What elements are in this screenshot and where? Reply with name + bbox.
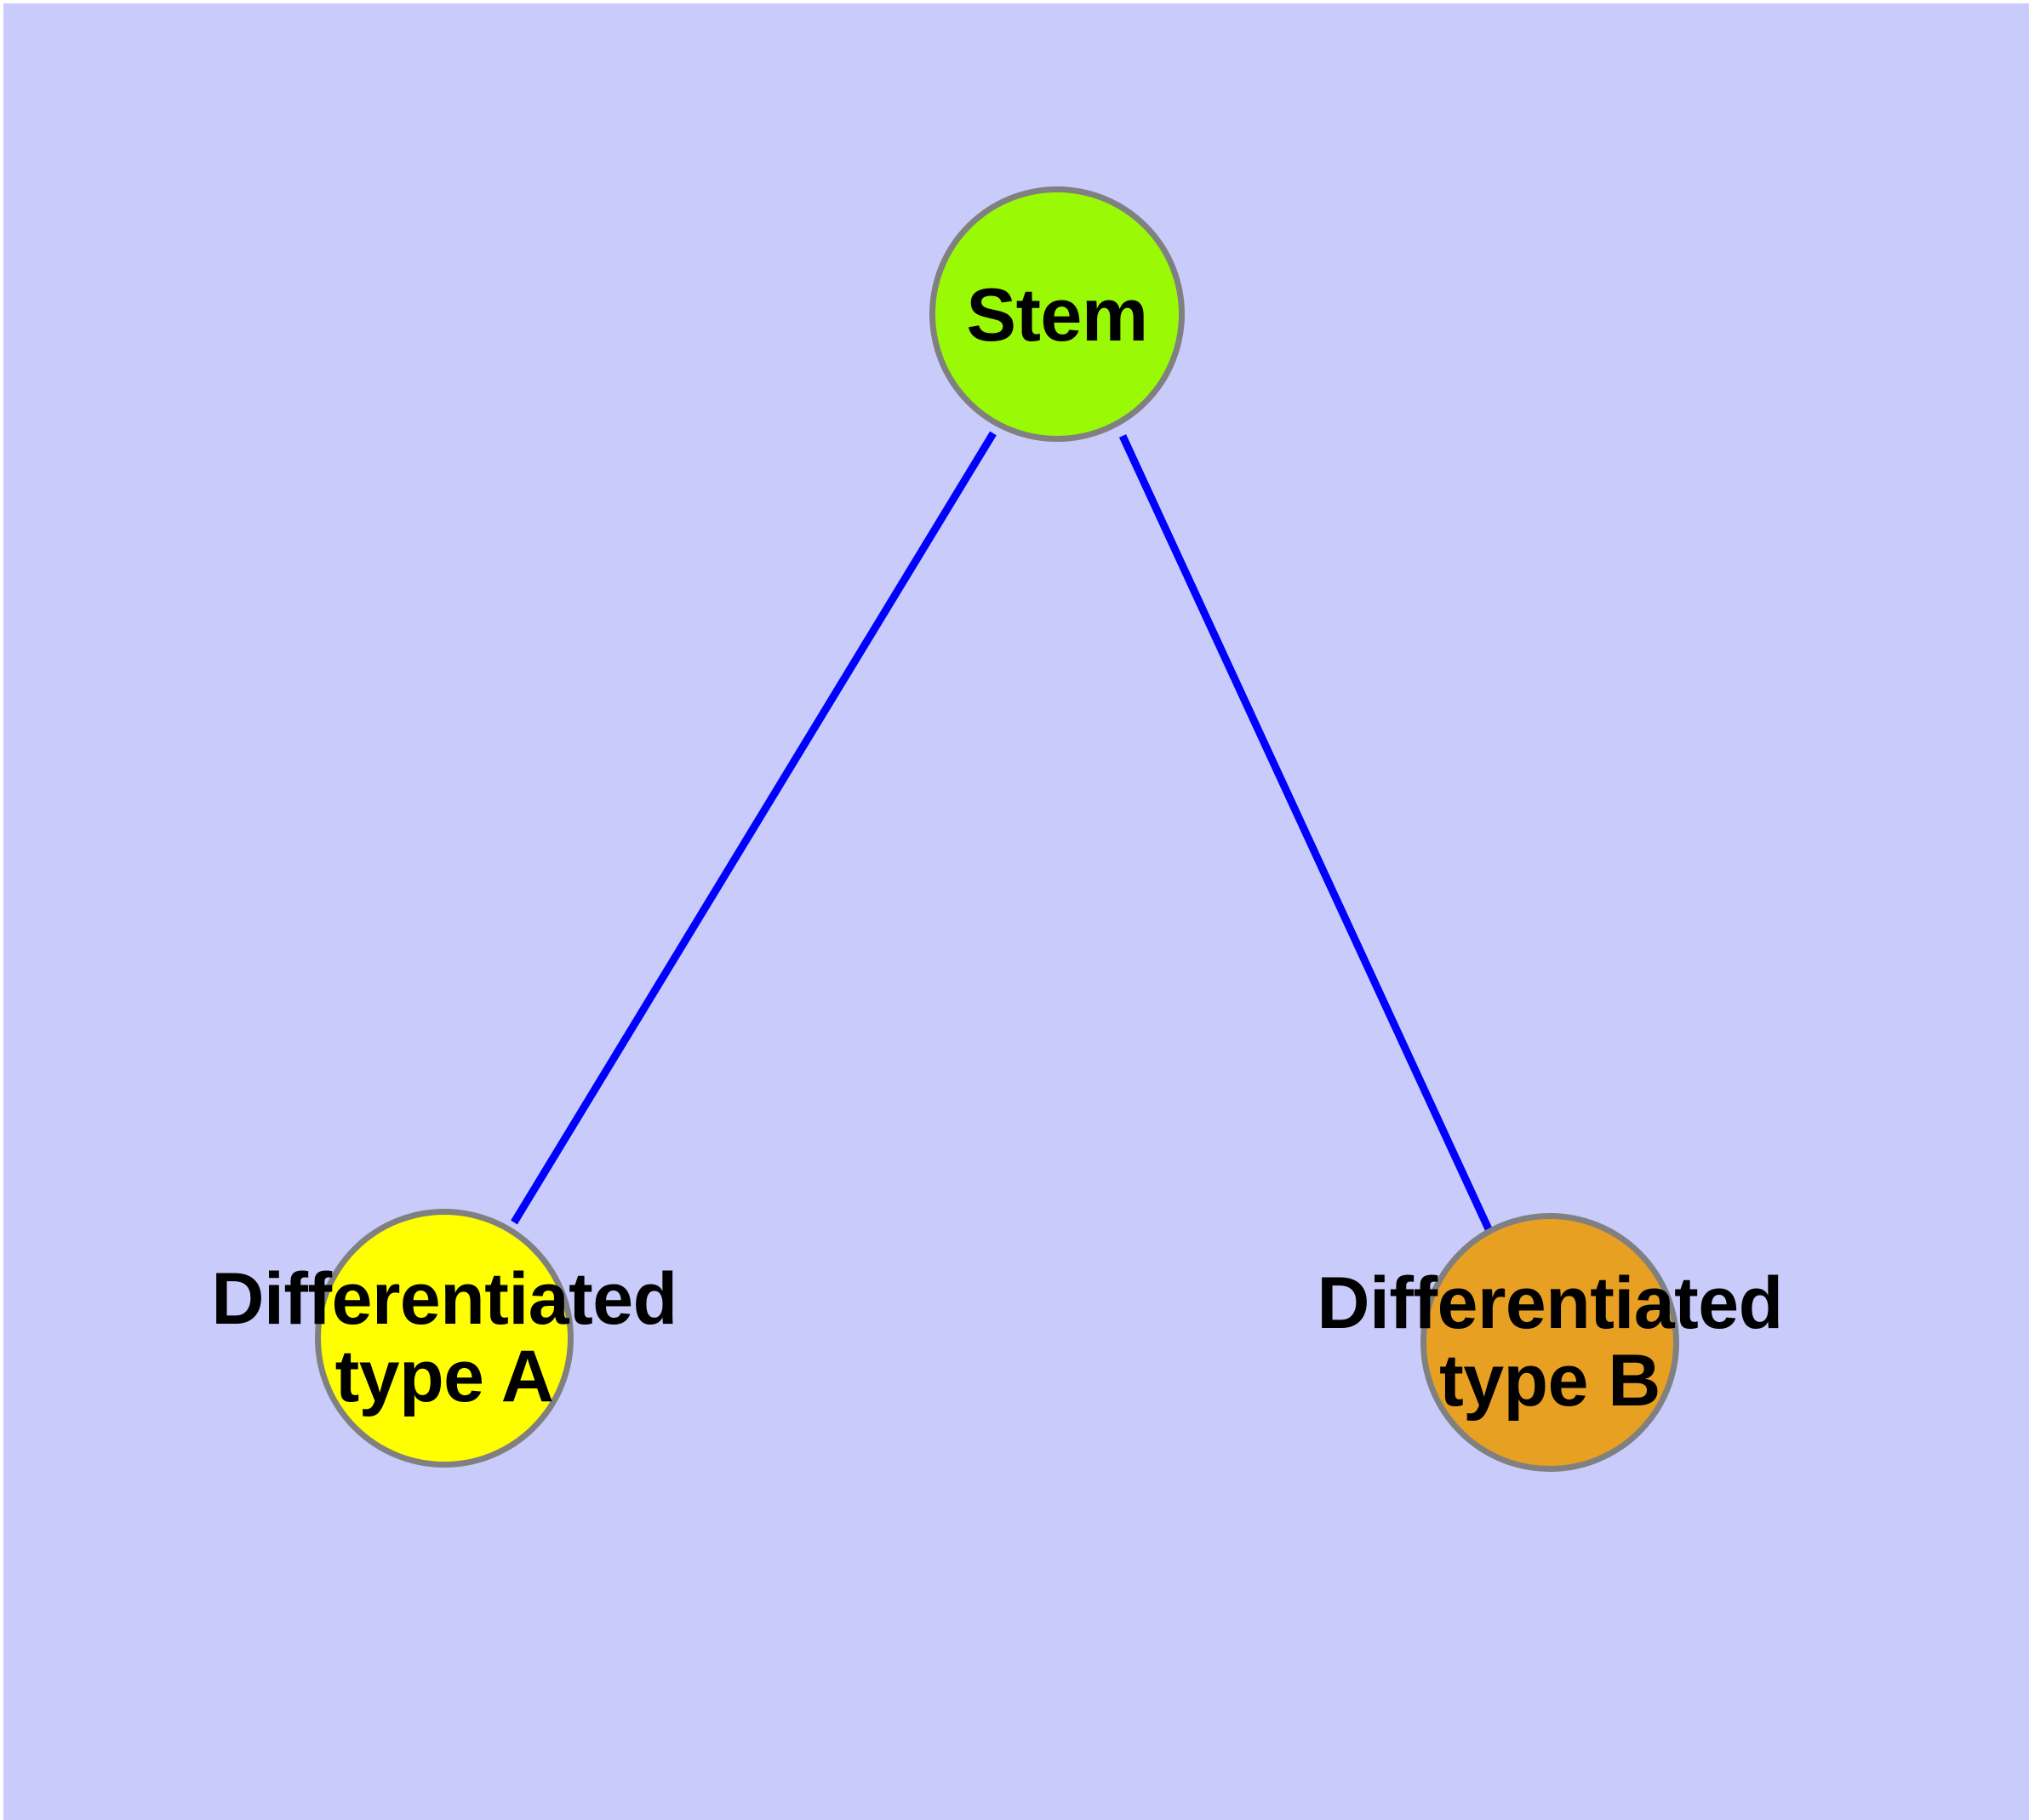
node-differentiated-type-a[interactable] <box>315 1209 574 1468</box>
edge-stem-to-differentiated-type-b <box>1118 434 1494 1233</box>
node-differentiated-type-b[interactable] <box>1420 1213 1679 1472</box>
edge-layer <box>511 431 1494 1233</box>
node-stem[interactable] <box>929 186 1185 442</box>
edge-stem-to-differentiated-type-a <box>511 431 997 1225</box>
